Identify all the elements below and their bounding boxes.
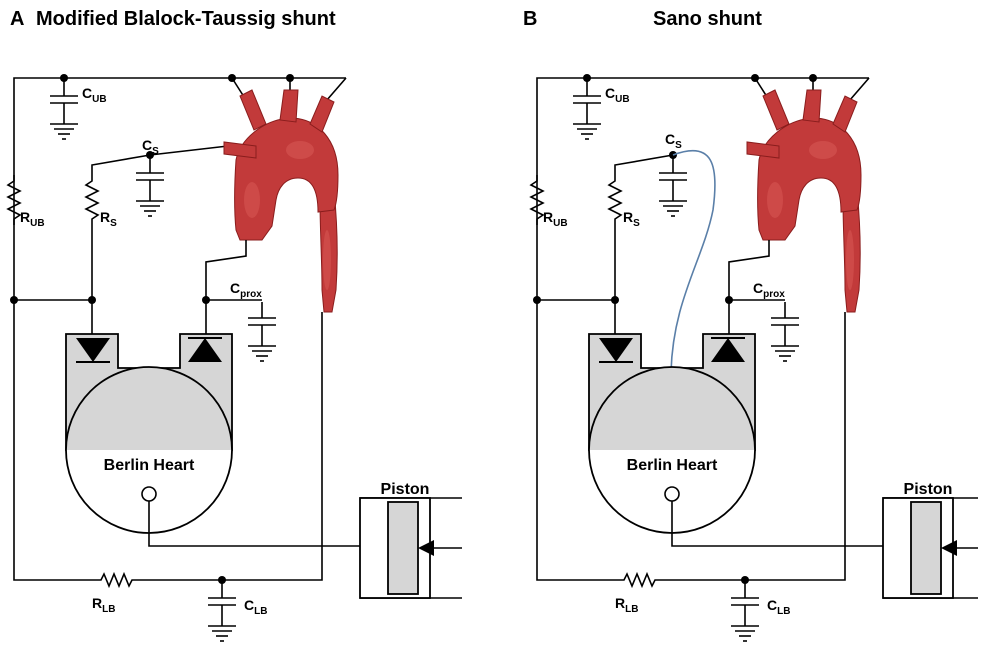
label-berlin-heart-b: Berlin Heart [627,457,718,474]
label-c-s-b: CS [665,131,682,151]
berlin-heart [65,333,233,534]
label-c-prox: Cprox [230,280,262,300]
label-r-s-b: RS [623,209,640,229]
capacitor-c-prox-b [770,301,800,362]
piston [359,497,462,599]
label-c-s: CS [142,137,159,157]
sano-conduit [670,149,716,373]
label-piston-b: Piston [904,481,953,498]
label-r-ub: RUB [20,209,45,229]
label-r-s: RS [100,209,117,229]
berlin-heart-b [588,333,756,534]
piston-b [882,497,978,599]
capacitor-c-lb [207,581,237,642]
label-c-lb-b: CLB [767,597,790,617]
label-r-ub-b: RUB [543,209,568,229]
panel-title-a: Modified Blalock-Taussig shunt [36,8,336,30]
label-r-lb: RLB [92,595,115,615]
label-c-lb: CLB [244,597,267,617]
aorta-vessel-b [746,89,862,313]
capacitor-c-prox [247,301,277,362]
capacitor-c-lb-b [730,581,760,642]
label-c-prox-b: Cprox [753,280,785,300]
panel-title-b: Sano shunt [653,8,762,30]
label-berlin-heart: Berlin Heart [104,457,195,474]
panel-letter-b: B [523,8,537,30]
panel-a: A Modified Blalock-Taussig shunt CUB RUB [7,8,462,642]
capacitor-c-s [135,156,165,217]
label-c-ub: CUB [82,85,107,105]
panel-letter-a: A [10,8,24,30]
label-c-ub-b: CUB [605,85,630,105]
capacitor-c-ub-b [572,79,602,140]
panel-b: B Sano shunt CUB RUB CS RS [523,8,978,642]
label-r-lb-b: RLB [615,595,638,615]
capacitor-c-s-b [658,156,688,217]
label-piston: Piston [381,481,430,498]
aorta-vessel [223,89,339,313]
capacitor-c-ub [49,79,79,140]
